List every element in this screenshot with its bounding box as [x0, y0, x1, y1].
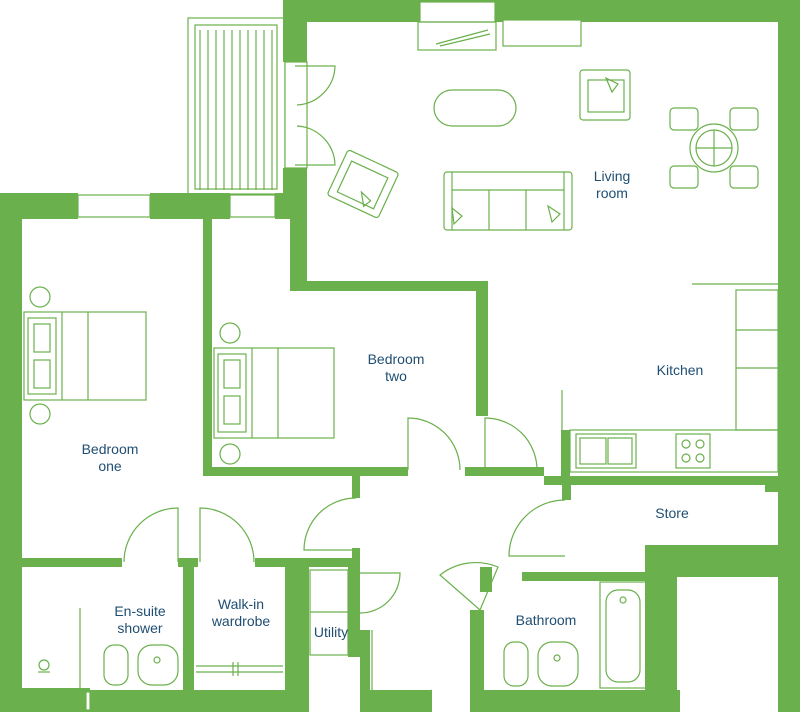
ensuite-fixtures — [38, 608, 179, 688]
bedroom-one-bed — [23, 286, 147, 425]
windows — [77, 1, 582, 711]
ensuite-shower-label: En-suite shower — [114, 603, 166, 636]
wardrobe-rail — [196, 662, 283, 676]
balcony — [187, 17, 286, 195]
walkin-wardrobe-label: Walk-in wardrobe — [211, 596, 271, 629]
bathroom-fixtures — [503, 581, 647, 689]
bedroom-one-label: Bedroom one — [81, 441, 139, 474]
doors — [123, 65, 566, 699]
utility-label: Utility — [313, 624, 349, 640]
bedroom-two-label: Bedroom two — [367, 351, 425, 384]
kitchen-label: Kitchen — [656, 362, 704, 378]
bedroom-two-bed — [213, 322, 335, 465]
kitchen-units — [561, 289, 779, 473]
living-room-label: Living room — [593, 168, 631, 201]
utility-units — [309, 569, 349, 656]
store-label: Store — [655, 505, 689, 521]
bathroom-label: Bathroom — [515, 612, 577, 628]
living-furniture — [327, 21, 778, 285]
